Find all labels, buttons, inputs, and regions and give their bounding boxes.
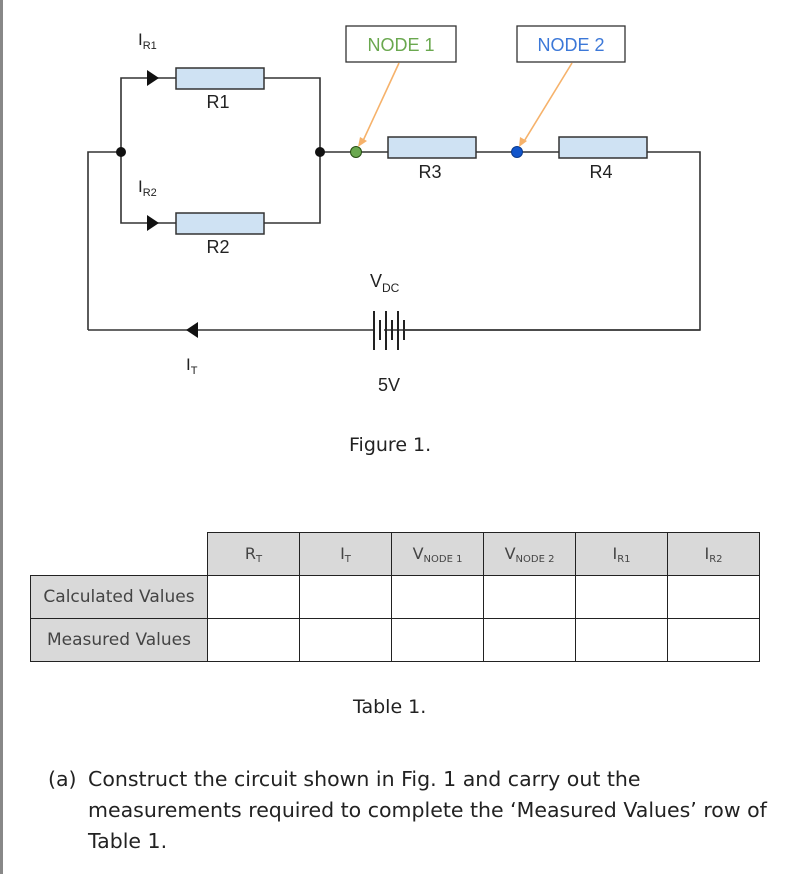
node-pointers: [361, 62, 573, 144]
question-a: (a) Construct the circuit shown in Fig. …: [48, 764, 768, 857]
cell-calculated-ir1[interactable]: [575, 575, 668, 619]
cell-measured-rt[interactable]: [207, 618, 300, 662]
row-label-measured: Measured Values: [30, 618, 208, 662]
node1-label: NODE 1: [367, 35, 434, 55]
cell-calculated-it[interactable]: [299, 575, 392, 619]
table-row-calculated: Calculated Values: [30, 575, 760, 619]
node1-dot: [350, 146, 362, 158]
table-corner: [31, 533, 208, 576]
table-row-measured: Measured Values: [30, 618, 760, 662]
node1-pointer-head: [358, 137, 367, 147]
table-caption: Table 1.: [353, 696, 427, 718]
r3-label: R3: [418, 162, 441, 182]
r2-label: R2: [206, 237, 229, 257]
node2-dot: [511, 146, 523, 158]
vdc-label: VDC: [370, 271, 400, 295]
table-header-row: RT IT VNODE 1 VNODE 2 IR1 IR2: [31, 532, 760, 576]
node1-pointer: [361, 62, 400, 144]
figure-caption: Figure 1.: [349, 434, 432, 456]
ir2-label: IR2: [138, 177, 157, 199]
node1-callout-box: [345, 25, 457, 63]
resistor-r2: [175, 212, 265, 235]
source-voltage-label: 5V: [378, 375, 400, 395]
header-rt: RT: [207, 532, 300, 576]
results-table: RT IT VNODE 1 VNODE 2 IR1 IR2 Calculated…: [30, 532, 760, 662]
node2-pointer: [522, 62, 573, 144]
cell-measured-ir1[interactable]: [575, 618, 668, 662]
resistor-r1: [175, 67, 265, 90]
header-vnode1: VNODE 1: [391, 532, 484, 576]
header-ir2: IR2: [667, 532, 760, 576]
circuit-diagram: NODE 1 NODE 2 IR1 IR2 IT R1 R2 R3 R4 VDC…: [87, 25, 701, 395]
question-tag: (a): [48, 767, 77, 791]
node2-pointer-head: [519, 137, 527, 147]
cell-calculated-ir2[interactable]: [667, 575, 760, 619]
current-arrow-it: [186, 322, 198, 338]
node2-callout-box: [516, 25, 626, 63]
junction-right: [315, 147, 325, 157]
cell-measured-it[interactable]: [299, 618, 392, 662]
cell-calculated-vnode2[interactable]: [483, 575, 576, 619]
cell-measured-vnode1[interactable]: [391, 618, 484, 662]
wire-r2-right: [264, 152, 321, 224]
r4-label: R4: [589, 162, 612, 182]
r1-label: R1: [206, 92, 229, 112]
question-text: Construct the circuit shown in Fig. 1 an…: [88, 767, 767, 853]
it-label: IT: [186, 355, 198, 377]
cell-calculated-rt[interactable]: [207, 575, 300, 619]
wire-left-outer: [87, 151, 121, 330]
row-label-calculated: Calculated Values: [30, 575, 208, 619]
page-left-border: [0, 0, 3, 874]
wire-r1-right: [264, 77, 321, 152]
resistor-r4: [558, 136, 648, 159]
cell-measured-vnode2[interactable]: [483, 618, 576, 662]
cell-measured-ir2[interactable]: [667, 618, 760, 662]
junction-left: [116, 147, 126, 157]
ir1-label: IR1: [138, 30, 157, 52]
node2-label: NODE 2: [537, 35, 604, 55]
header-it: IT: [299, 532, 392, 576]
current-arrow-ir1: [147, 70, 159, 86]
wire-r1-left: [120, 77, 176, 152]
current-arrow-ir2: [147, 215, 159, 231]
header-ir1: IR1: [575, 532, 668, 576]
header-vnode2: VNODE 2: [483, 532, 576, 576]
resistor-r3: [387, 136, 477, 159]
cell-calculated-vnode1[interactable]: [391, 575, 484, 619]
